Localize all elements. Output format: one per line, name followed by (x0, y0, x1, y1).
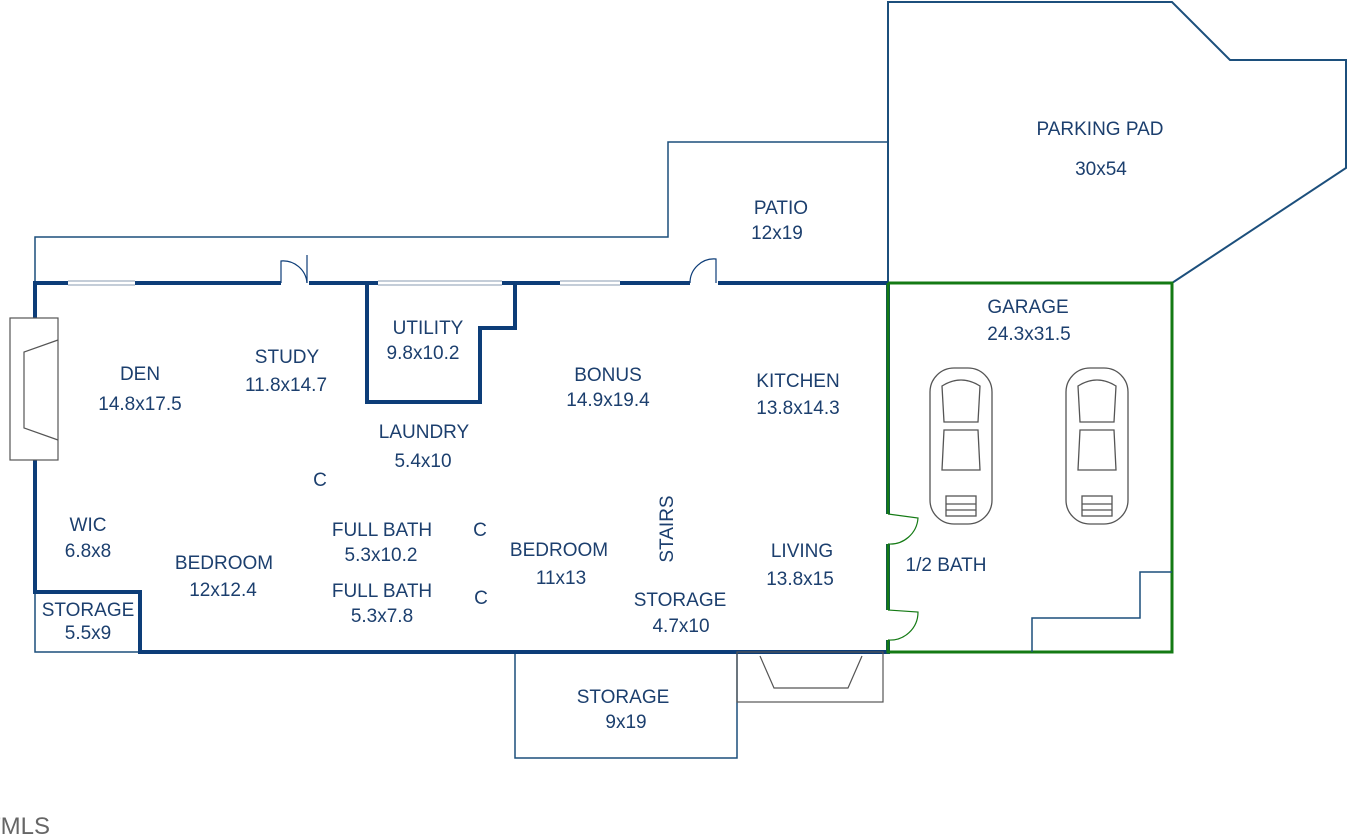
kitchen-name: KITCHEN (756, 371, 839, 392)
garage-doors (884, 513, 919, 641)
storage-left-size: 5.5x9 (65, 623, 111, 644)
watermark: TMLS (0, 813, 50, 837)
kitchen-size: 13.8x14.3 (756, 398, 839, 419)
storage-mid-name: STORAGE (634, 590, 727, 611)
study-name: STUDY (255, 347, 320, 368)
fireplace-bottom (736, 651, 884, 703)
patio-name: PATIO (754, 198, 808, 219)
patio-outline (34, 141, 888, 283)
closet-label: C (473, 520, 487, 541)
full-bath-1-name: FULL BATH (332, 520, 432, 541)
parking-pad-name: PARKING PAD (1036, 119, 1163, 140)
car-icon (929, 367, 993, 525)
window-lines (68, 280, 620, 286)
wic-name: WIC (70, 515, 107, 536)
parking-pad-outline (887, 1, 1347, 284)
bedroom-mid-size: 11x13 (536, 568, 586, 589)
storage-bottom-name: STORAGE (577, 687, 670, 708)
storage-bottom-size: 9x19 (605, 712, 646, 733)
patio-size: 12x19 (751, 223, 803, 244)
bedroom-mid-name: BEDROOM (510, 540, 608, 561)
living-name: LIVING (771, 541, 833, 562)
garage-name: GARAGE (987, 297, 1068, 318)
closet-label: C (313, 470, 327, 491)
bedroom-left-size: 12x12.4 (189, 580, 257, 601)
living-size: 13.8x15 (766, 569, 834, 590)
study-size: 11.8x14.7 (245, 375, 327, 396)
laundry-name: LAUNDRY (379, 422, 470, 443)
den-size: 14.8x17.5 (98, 394, 181, 415)
storage-mid-size: 4.7x10 (652, 616, 709, 637)
utility-size: 9.8x10.2 (387, 343, 460, 364)
wic-size: 6.8x8 (65, 541, 111, 562)
garage-step (1031, 571, 1172, 652)
utility-wall (365, 283, 517, 404)
den-name: DEN (120, 364, 160, 385)
full-bath-1-size: 5.3x10.2 (345, 545, 418, 566)
car-icon (1065, 367, 1129, 525)
closet-label: C (474, 588, 488, 609)
garage-size: 24.3x31.5 (987, 324, 1070, 345)
laundry-size: 5.4x10 (394, 451, 451, 472)
bedroom-left-name: BEDROOM (175, 553, 273, 574)
parking-pad-size: 30x54 (1075, 159, 1127, 180)
half-bath-name: 1/2 BATH (906, 555, 987, 576)
fireplace-left (9, 317, 59, 461)
bottom-storage-outline (514, 652, 738, 759)
storage-left-name: STORAGE (42, 600, 135, 621)
full-bath-2-size: 5.3x7.8 (351, 606, 413, 627)
stairs-label: STAIRS (657, 495, 678, 562)
bonus-size: 14.9x19.4 (566, 390, 650, 411)
utility-name: UTILITY (393, 318, 464, 339)
top-doors (280, 255, 718, 287)
full-bath-2-name: FULL BATH (332, 581, 432, 602)
bonus-name: BONUS (574, 365, 642, 386)
left-storage-outline (34, 592, 140, 653)
